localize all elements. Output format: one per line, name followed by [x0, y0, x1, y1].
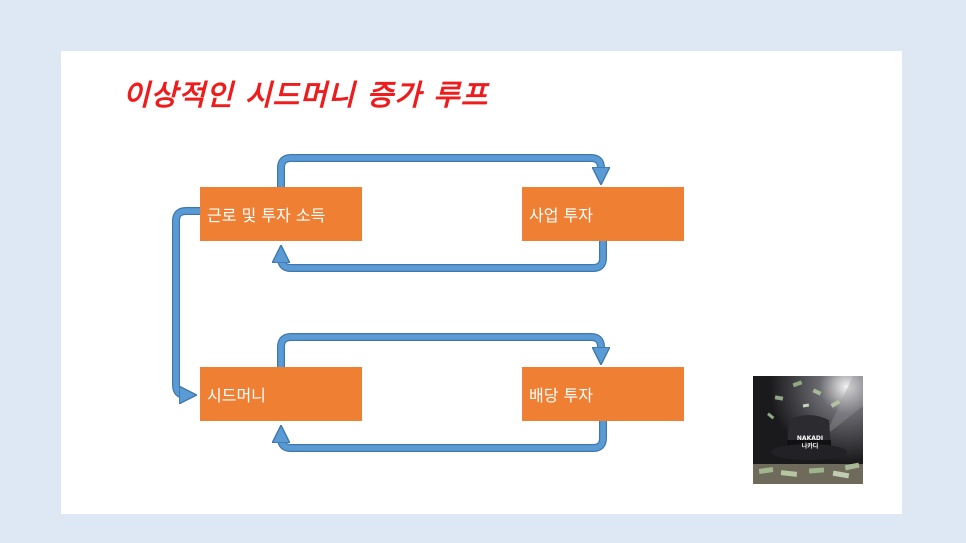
arrow-income-to-business	[277, 154, 605, 187]
arrow-business-to-income	[277, 241, 607, 272]
node-dividend-label: 배당 투자	[529, 386, 593, 405]
arrow-dividend-to-seed	[277, 421, 607, 452]
node-income: 근로 및 투자 소득	[200, 187, 362, 241]
logo-text: NAKADI 나카디	[790, 435, 830, 451]
diagram-title: 이상적인 시드머니 증가 루프	[123, 78, 489, 112]
logo-text-korean: 나카디	[801, 443, 819, 450]
node-income-label: 근로 및 투자 소득	[207, 206, 326, 225]
node-business-label: 사업 투자	[529, 206, 593, 225]
node-dividend-investment: 배당 투자	[522, 367, 684, 421]
node-business-investment: 사업 투자	[522, 187, 684, 241]
nakadi-logo-image: NAKADI 나카디	[753, 376, 863, 484]
logo-text-latin: NAKADI	[796, 435, 824, 442]
node-seed-money: 시드머니	[200, 367, 362, 421]
arrow-seed-to-dividend	[277, 333, 605, 367]
node-seed-label: 시드머니	[207, 386, 266, 405]
hat-icon	[753, 376, 863, 484]
arrow-income-to-seed	[172, 207, 200, 399]
